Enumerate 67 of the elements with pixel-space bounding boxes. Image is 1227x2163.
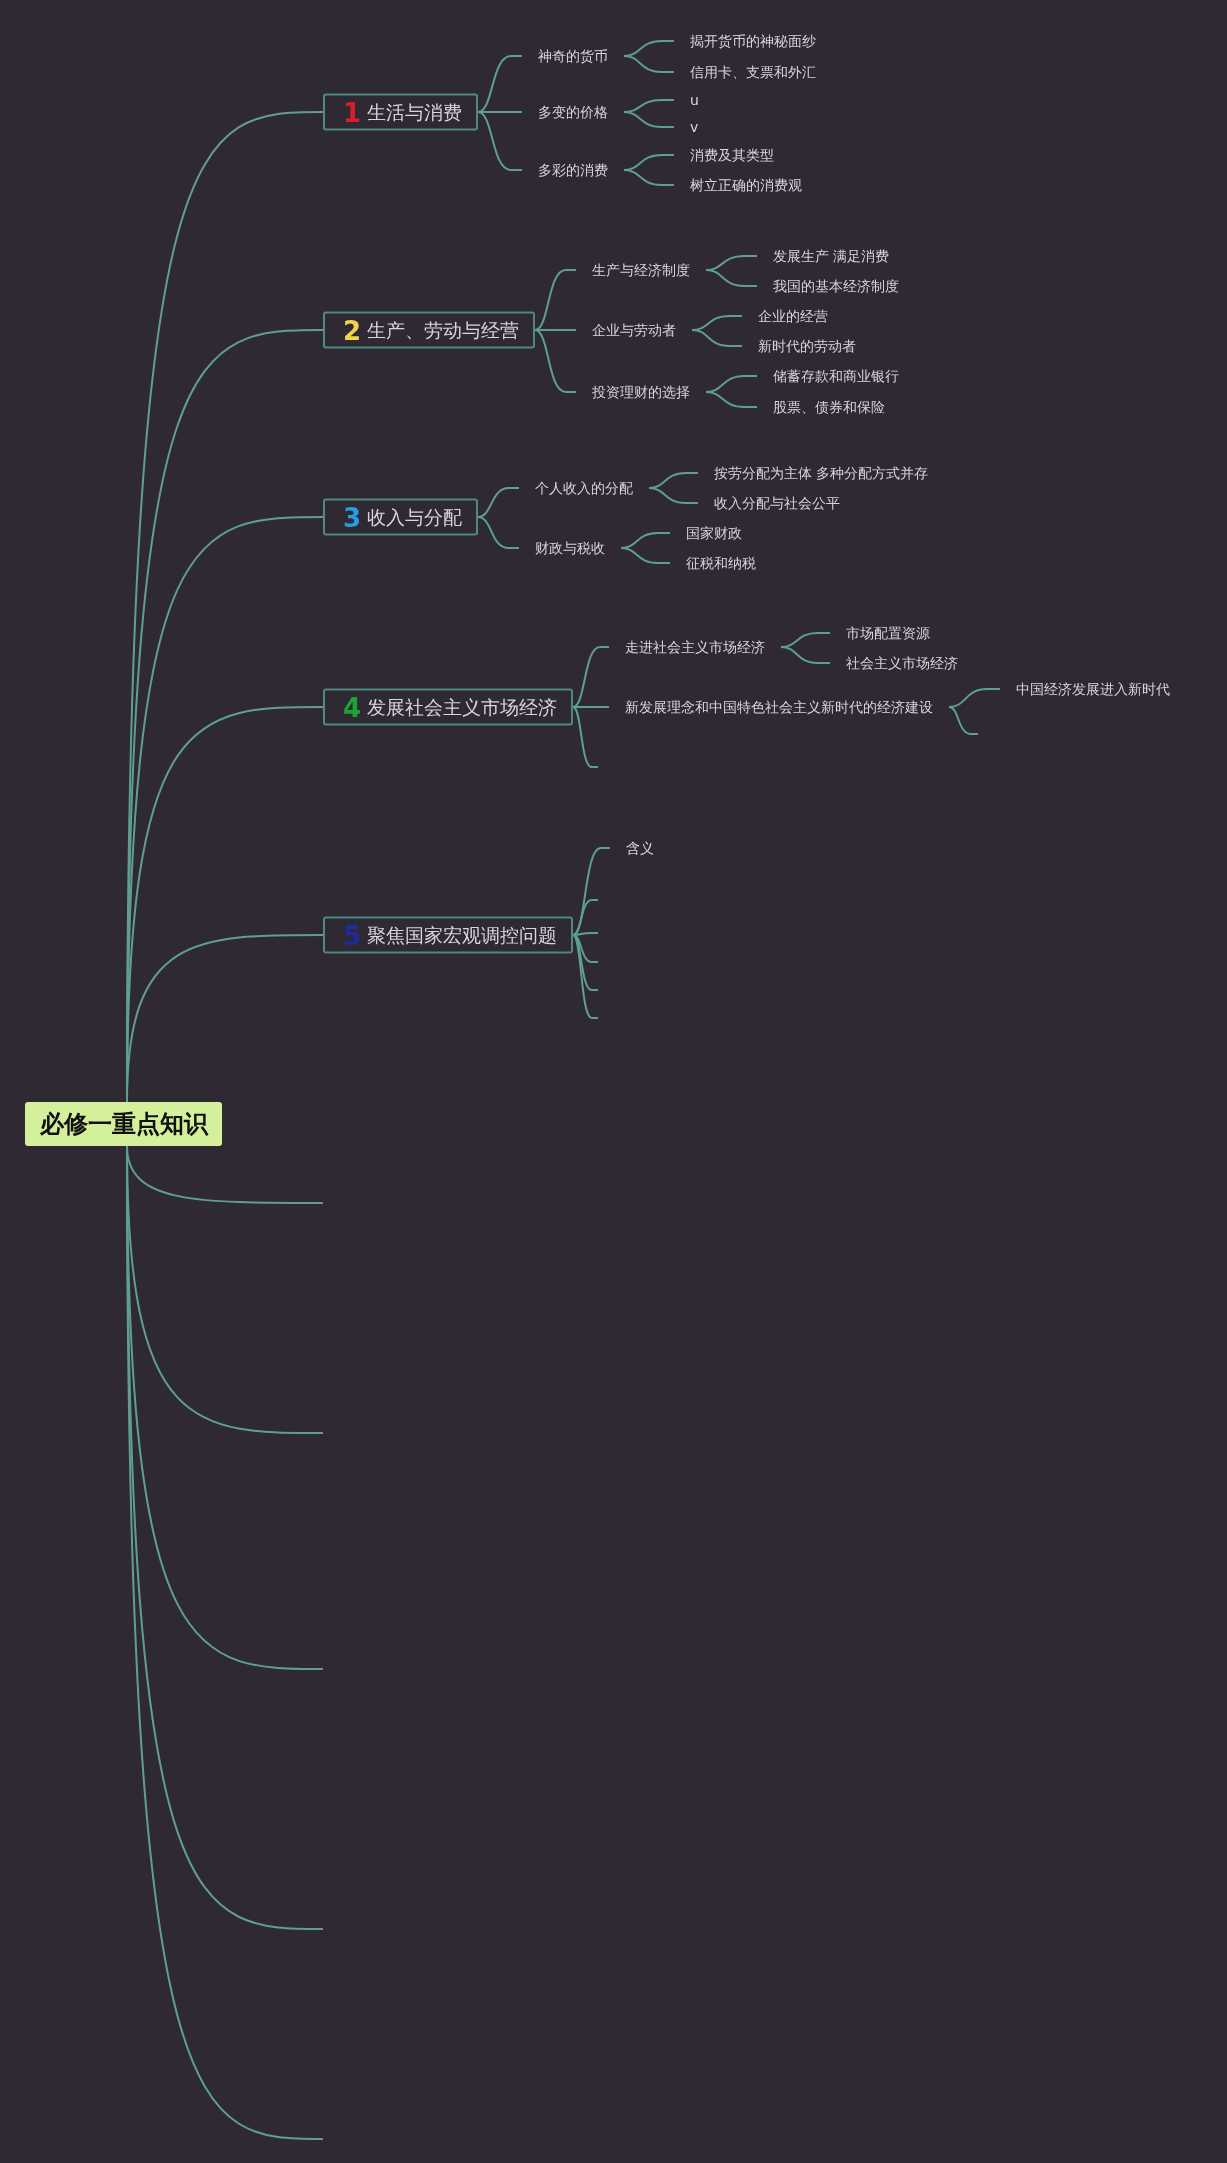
topic-box <box>323 688 574 726</box>
branch-line <box>572 706 610 708</box>
subtopic-label: 多变的价格 <box>522 103 624 121</box>
branch-line <box>691 329 743 347</box>
leaf-label: 征税和纳税 <box>670 554 772 572</box>
subtopic-label: 神奇的货币 <box>522 47 624 65</box>
topic-number: 2 <box>343 315 362 345</box>
branch-line <box>705 269 758 287</box>
leaf-label: 我国的基本经济制度 <box>757 277 915 295</box>
branch-line <box>623 111 675 128</box>
topic-title: 聚焦国家宏观调控问题 <box>367 922 558 947</box>
branch-line <box>477 55 523 113</box>
topic-box <box>323 93 479 131</box>
branch-line <box>126 934 324 1103</box>
leaf-label: 社会主义市场经济 <box>830 654 974 672</box>
subtopic-label: 企业与劳动者 <box>576 321 692 339</box>
branch-line <box>948 706 979 735</box>
branch-line <box>534 269 577 331</box>
leaf-label: 消费及其类型 <box>674 146 790 164</box>
leaf-label: 新时代的劳动者 <box>742 337 872 355</box>
topic-title: 生活与消费 <box>367 99 463 124</box>
branch-line <box>648 487 699 504</box>
subtopic-label: 投资理财的选择 <box>576 383 706 401</box>
branch-line <box>477 111 523 171</box>
subtopic-label: 新发展理念和中国特色社会主义新时代的经济建设 <box>609 698 949 716</box>
subtopic-label: 财政与税收 <box>519 539 621 557</box>
branch-line <box>623 169 675 186</box>
branch-line <box>572 899 599 936</box>
branch-line <box>534 329 577 393</box>
subtopic-label: 含义 <box>610 839 670 857</box>
topic-box <box>323 311 536 349</box>
branch-line <box>948 688 1001 708</box>
topic-box <box>323 916 574 954</box>
topic-number: 3 <box>343 502 362 532</box>
topic-box <box>323 498 479 536</box>
branch-line <box>572 706 599 768</box>
root-topic-box: 必修一重点知识 <box>25 1102 222 1146</box>
subtopic-label: 生产与经济制度 <box>576 261 706 279</box>
subtopic-label: 走进社会主义市场经济 <box>609 638 781 656</box>
leaf-label: 信用卡、支票和外汇 <box>674 63 832 81</box>
branch-line <box>623 55 675 73</box>
branch-line <box>477 516 520 549</box>
leaf-label: 树立正确的消费观 <box>674 176 818 194</box>
leaf-label: v <box>674 118 715 136</box>
branch-line <box>620 547 671 564</box>
leaf-label: 收入分配与社会公平 <box>698 494 856 512</box>
topic-number: 1 <box>343 97 362 127</box>
topic-title: 收入与分配 <box>367 504 463 529</box>
leaf-label: 储蓄存款和商业银行 <box>757 367 915 385</box>
branch-line <box>705 391 758 408</box>
subtopic-label: 多彩的消费 <box>522 161 624 179</box>
leaf-label: 揭开货币的神秘面纱 <box>674 32 832 50</box>
leaf-label: 中国经济发展进入新时代 <box>1000 680 1186 698</box>
leaf-label: 发展生产 满足消费 <box>757 247 906 265</box>
leaf-label: 按劳分配为主体 多种分配方式并存 <box>698 464 945 482</box>
subtopic-label: 个人收入的分配 <box>519 479 649 497</box>
branch-line <box>780 646 831 664</box>
leaf-label: u <box>674 91 715 109</box>
topic-number: 5 <box>343 920 362 950</box>
branch-line <box>572 646 610 708</box>
topic-title: 生产、劳动与经营 <box>367 317 520 342</box>
leaf-label: 股票、债券和保险 <box>757 398 901 416</box>
leaf-label: 国家财政 <box>670 524 758 542</box>
topic-number: 4 <box>343 692 362 722</box>
leaf-label: 市场配置资源 <box>830 624 946 642</box>
leaf-label: 企业的经营 <box>742 307 844 325</box>
topic-title: 发展社会主义市场经济 <box>367 694 558 719</box>
